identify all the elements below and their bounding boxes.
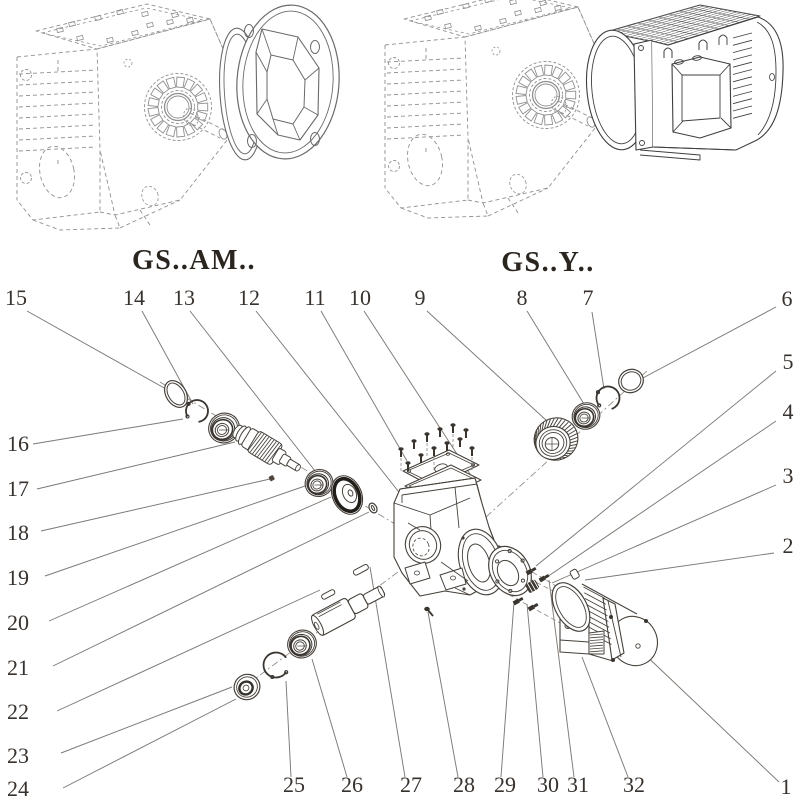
svg-text:9: 9 (415, 285, 426, 310)
svg-text:30: 30 (537, 772, 559, 797)
svg-text:1: 1 (781, 774, 792, 799)
svg-text:8: 8 (517, 285, 528, 310)
svg-text:6: 6 (782, 286, 793, 311)
svg-text:15: 15 (5, 285, 27, 310)
svg-text:25: 25 (283, 772, 305, 797)
svg-text:29: 29 (494, 772, 516, 797)
svg-text:26: 26 (341, 772, 363, 797)
svg-text:3: 3 (783, 463, 794, 488)
svg-text:17: 17 (7, 476, 29, 501)
svg-text:11: 11 (304, 285, 325, 310)
svg-text:7: 7 (583, 285, 594, 310)
svg-text:GS..AM..: GS..AM.. (132, 245, 256, 276)
svg-text:16: 16 (7, 431, 29, 456)
svg-text:18: 18 (7, 520, 29, 545)
svg-text:GS..Y..: GS..Y.. (501, 247, 595, 278)
svg-text:27: 27 (400, 772, 422, 797)
svg-text:12: 12 (238, 285, 260, 310)
svg-text:23: 23 (7, 743, 29, 768)
svg-text:2: 2 (783, 533, 794, 558)
svg-text:31: 31 (567, 772, 589, 797)
svg-text:10: 10 (349, 285, 371, 310)
svg-text:22: 22 (7, 699, 29, 724)
svg-text:5: 5 (783, 349, 794, 374)
svg-text:20: 20 (7, 610, 29, 635)
svg-text:13: 13 (173, 285, 195, 310)
svg-text:19: 19 (7, 565, 29, 590)
svg-text:14: 14 (123, 285, 145, 310)
svg-text:28: 28 (453, 772, 475, 797)
svg-text:21: 21 (7, 655, 29, 680)
svg-text:32: 32 (623, 772, 645, 797)
svg-text:24: 24 (7, 776, 29, 800)
svg-text:4: 4 (783, 399, 794, 424)
